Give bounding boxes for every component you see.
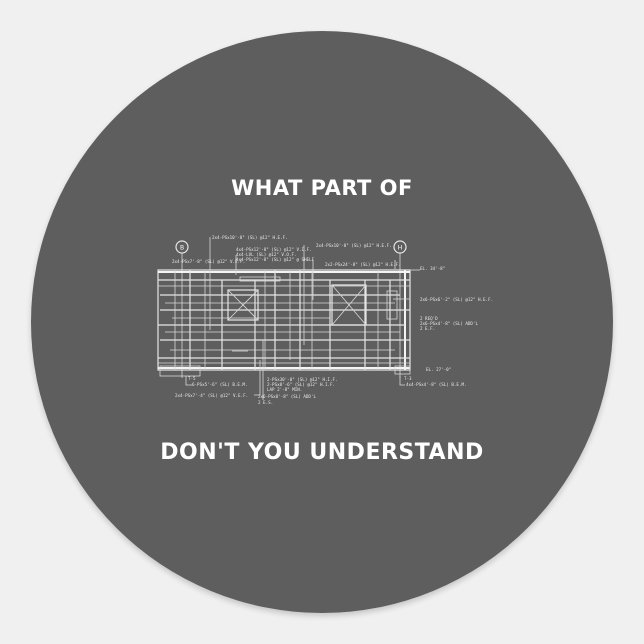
- svg-text:EL. 34'-8": EL. 34'-8": [420, 266, 445, 271]
- svg-text:2x4-PSx10'-8" (SL) @12" H.E.F.: 2x4-PSx10'-8" (SL) @12" H.E.F.: [316, 243, 392, 248]
- svg-text:T-3: T-3: [404, 376, 412, 381]
- svg-text:2x4-PSx10'-8" (SL) @12" H.E.F.: 2x4-PSx10'-8" (SL) @12" H.E.F.: [212, 235, 288, 240]
- grid-marker-h: H: [393, 240, 407, 378]
- svg-text:2x6-PSx8'-8" (SL) ADD'L: 2x6-PSx8'-8" (SL) ADD'L: [258, 394, 316, 399]
- headline-top: WHAT PART OF: [231, 176, 413, 200]
- svg-text:LAP 2'-8" MIN.: LAP 2'-8" MIN.: [267, 387, 302, 392]
- headline-bottom: DON'T YOU UNDERSTAND: [160, 440, 484, 465]
- svg-text:4x4-PSx4'-8" (SL) B.E.M.: 4x4-PSx4'-8" (SL) B.E.M.: [406, 382, 467, 387]
- opening-left: [227, 289, 259, 321]
- svg-text:2 E.F.: 2 E.F.: [420, 326, 435, 331]
- grid-marker-b: B: [175, 240, 189, 378]
- opening-right: [331, 284, 367, 326]
- svg-text:2-PSx30'-0" (SL) @12" H.I.F.: 2-PSx30'-0" (SL) @12" H.I.F.: [267, 377, 338, 382]
- svg-text:2 E.S.: 2 E.S.: [258, 400, 273, 405]
- svg-text:2x6-PSx6'-2" (SL) @12" H.E.F.: 2x6-PSx6'-2" (SL) @12" H.E.F.: [420, 297, 493, 302]
- grid-marker-b-label: B: [180, 245, 184, 252]
- svg-text:2x6-PSx4'-8" (SL) ADD'L: 2x6-PSx4'-8" (SL) ADD'L: [420, 321, 478, 326]
- grid-marker-h-label: H: [398, 245, 403, 252]
- svg-text:4x4-PSx12'-8" (SL) @12" @ SHEL: 4x4-PSx12'-8" (SL) @12" @ SHELF: [236, 257, 315, 262]
- svg-text:2 REQ'D: 2 REQ'D: [420, 316, 438, 321]
- svg-text:T-5: T-5: [188, 376, 196, 381]
- svg-text:4x4-PSx12'-8" (SL) @12" V.I.F.: 4x4-PSx12'-8" (SL) @12" V.I.F.: [236, 247, 312, 252]
- svg-text:6-PSx5'-6" (SL) B.E.M.: 6-PSx5'-6" (SL) B.E.M.: [192, 382, 247, 387]
- svg-text:2x2-PSx24'-8" (SL) @12" H.E.F.: 2x2-PSx24'-8" (SL) @12" H.E.F.: [325, 262, 401, 267]
- svg-text:2-PSx8'-6" (SL) @12" H.I.F.: 2-PSx8'-6" (SL) @12" H.I.F.: [267, 382, 335, 387]
- svg-text:2x4-PSx7'-8" (SL) @12" V.E.F.: 2x4-PSx7'-8" (SL) @12" V.E.F.: [172, 259, 245, 264]
- svg-text:EL. 27'-0": EL. 27'-0": [426, 367, 451, 372]
- svg-text:4x4-LVL (SL) @12" V.O.F.: 4x4-LVL (SL) @12" V.O.F.: [236, 252, 297, 257]
- circular-sticker: [31, 31, 613, 613]
- svg-text:2x4-PSx7'-4" (SL) @12" V.E.F.: 2x4-PSx7'-4" (SL) @12" V.E.F.: [175, 393, 248, 398]
